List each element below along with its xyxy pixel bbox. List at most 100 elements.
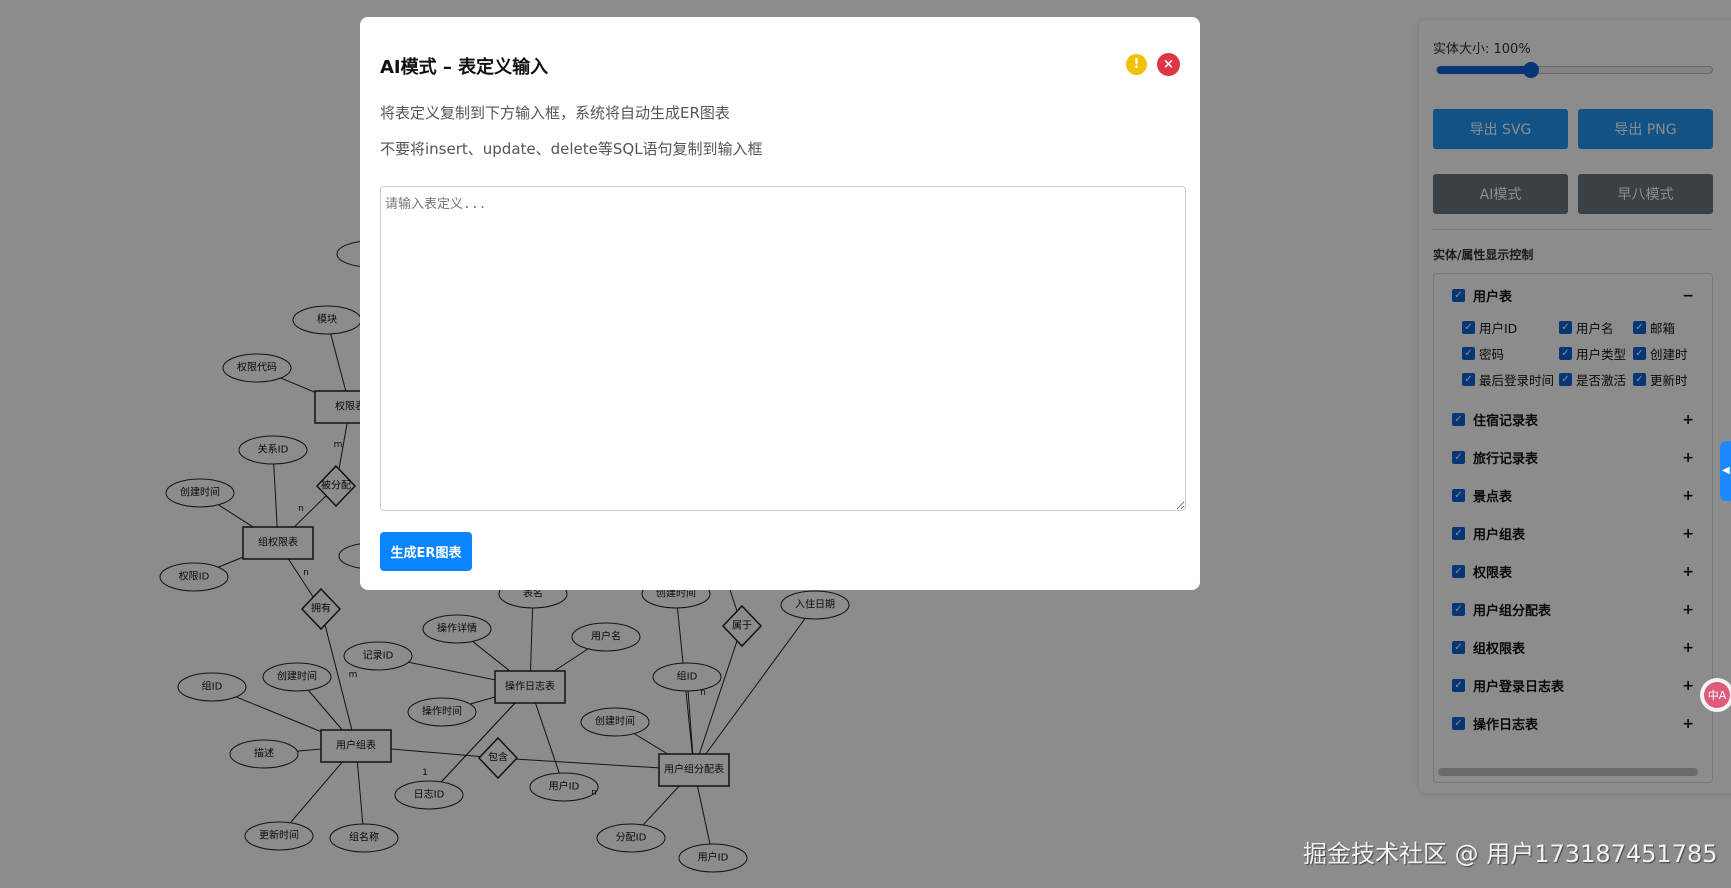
entity-label: 组权限表 <box>1473 642 1526 657</box>
attribute-label: 模块 <box>317 314 337 326</box>
checkbox[interactable]: ✓ <box>1633 373 1646 386</box>
entity-toggle-row[interactable]: ✓用户组表+ <box>1452 524 1694 543</box>
expand-icon[interactable]: + <box>1682 525 1694 542</box>
attribute-checkbox[interactable]: ✓最后登录时间 <box>1462 370 1554 389</box>
attribute-ellipse[interactable] <box>229 739 299 769</box>
entity-box[interactable] <box>658 753 730 787</box>
expand-icon[interactable]: + <box>1682 677 1694 694</box>
entity-label: 旅行记录表 <box>1473 452 1539 467</box>
entity-toggle-row[interactable]: ✓景点表+ <box>1452 486 1694 505</box>
checkbox[interactable]: ✓ <box>1452 603 1465 616</box>
warning-icon[interactable]: ! <box>1126 54 1147 75</box>
translate-button[interactable]: 中A <box>1700 678 1731 712</box>
expand-icon[interactable]: + <box>1682 563 1694 580</box>
export-png-button[interactable]: 导出 PNG <box>1578 109 1713 149</box>
checkbox[interactable]: ✓ <box>1452 717 1465 730</box>
relationship-diamond[interactable] <box>721 604 763 648</box>
attribute-ellipse[interactable] <box>177 672 247 702</box>
attribute-label: 更新时 <box>1650 373 1688 388</box>
entity-size-slider[interactable] <box>1436 62 1713 78</box>
checkbox[interactable]: ✓ <box>1452 289 1465 302</box>
attribute-checkbox[interactable]: ✓ 更新时 <box>1633 370 1688 389</box>
expand-icon[interactable]: + <box>1682 715 1694 732</box>
relationship-diamond[interactable] <box>300 587 342 631</box>
entity-toggle-row[interactable]: ✓用户登录日志表+ <box>1452 676 1694 695</box>
entity-toggle-row[interactable]: ✓操作日志表+ <box>1452 714 1694 733</box>
checkbox[interactable]: ✓ <box>1462 373 1475 386</box>
checkbox[interactable]: ✓ <box>1452 527 1465 540</box>
close-button[interactable]: × <box>1157 53 1180 76</box>
checkbox[interactable]: ✓ <box>1559 373 1572 386</box>
attribute-ellipse[interactable] <box>165 478 235 508</box>
attribute-ellipse[interactable] <box>580 707 650 737</box>
slider-thumb[interactable] <box>1522 62 1539 78</box>
checkbox[interactable]: ✓ <box>1452 565 1465 578</box>
entity-toggle-row[interactable]: ✓ 旅行记录表 + <box>1452 448 1694 467</box>
attribute-label: 组ID <box>202 680 223 693</box>
attribute-ellipse[interactable] <box>529 772 599 802</box>
attribute-ellipse[interactable] <box>407 697 477 727</box>
attribute-label: 用户名 <box>591 630 621 643</box>
checkbox[interactable]: ✓ <box>1633 347 1646 360</box>
attribute-ellipse[interactable] <box>159 562 229 592</box>
entity-box[interactable] <box>242 526 314 560</box>
checkbox[interactable]: ✓ <box>1452 489 1465 502</box>
early-mode-button[interactable]: 早八模式 <box>1578 174 1713 214</box>
attribute-ellipse[interactable] <box>329 823 399 853</box>
attribute-ellipse[interactable] <box>652 662 722 692</box>
generate-er-button[interactable]: 生成ER图表 <box>380 532 472 571</box>
relationship-link <box>428 686 531 796</box>
attribute-ellipse[interactable] <box>780 590 850 620</box>
checkbox[interactable]: ✓ <box>1452 641 1465 654</box>
checkbox[interactable]: ✓ <box>1452 679 1465 692</box>
collapse-icon[interactable]: − <box>1682 287 1694 304</box>
attribute-checkbox[interactable]: ✓用户名 <box>1559 318 1614 337</box>
expand-icon[interactable]: + <box>1682 449 1694 466</box>
expand-icon[interactable]: + <box>1682 639 1694 656</box>
export-svg-button[interactable]: 导出 SVG <box>1433 109 1568 149</box>
entity-toggle-row[interactable]: ✓ 组权限表 + <box>1452 638 1694 657</box>
entity-box[interactable] <box>494 670 566 704</box>
attribute-ellipse[interactable] <box>262 662 332 692</box>
attribute-checkbox[interactable]: ✓邮箱 <box>1633 318 1675 337</box>
attribute-checkbox[interactable]: ✓密码 <box>1462 344 1504 363</box>
relationship-diamond[interactable] <box>477 736 519 780</box>
checkbox[interactable]: ✓ <box>1462 321 1475 334</box>
expand-icon[interactable]: + <box>1682 487 1694 504</box>
attribute-ellipse[interactable] <box>238 435 308 465</box>
checkbox[interactable]: ✓ <box>1633 321 1646 334</box>
expand-icon[interactable]: + <box>1682 411 1694 428</box>
entity-toggle-row[interactable]: ✓用户表− <box>1452 286 1694 305</box>
attribute-checkbox[interactable]: ✓用户类型 <box>1559 344 1626 363</box>
attribute-checkbox[interactable]: ✓ 是否激活 <box>1559 370 1626 389</box>
cardinality-label: m <box>334 440 343 450</box>
attribute-ellipse[interactable] <box>222 353 292 383</box>
checkbox[interactable]: ✓ <box>1462 347 1475 360</box>
horizontal-scrollbar[interactable] <box>1438 768 1698 776</box>
checkbox[interactable]: ✓ <box>1559 347 1572 360</box>
attribute-ellipse[interactable] <box>571 622 641 652</box>
attribute-checkbox[interactable]: ✓用户ID <box>1462 318 1517 337</box>
attribute-ellipse[interactable] <box>394 780 464 810</box>
checkbox[interactable]: ✓ <box>1559 321 1572 334</box>
relationship-diamond[interactable] <box>315 464 357 508</box>
checkbox[interactable]: ✓ <box>1452 413 1465 426</box>
attribute-ellipse[interactable] <box>678 843 748 873</box>
table-definition-input[interactable] <box>380 186 1186 511</box>
attribute-checkbox[interactable]: ✓创建时 <box>1633 344 1688 363</box>
watermark: 掘金技术社区 @ 用户173187451785 <box>1303 840 1718 868</box>
entity-toggle-row[interactable]: ✓住宿记录表+ <box>1452 410 1694 429</box>
checkbox[interactable]: ✓ <box>1452 451 1465 464</box>
attribute-label: 创建时间 <box>277 670 317 683</box>
expand-icon[interactable]: + <box>1682 601 1694 618</box>
attribute-ellipse[interactable] <box>244 821 314 851</box>
attribute-ellipse[interactable] <box>343 641 413 671</box>
entity-toggle-row[interactable]: ✓权限表+ <box>1452 562 1694 581</box>
attribute-ellipse[interactable] <box>596 823 666 853</box>
entity-toggle-row[interactable]: ✓用户组分配表+ <box>1452 600 1694 619</box>
ai-mode-button[interactable]: AI模式 <box>1433 174 1568 214</box>
attribute-ellipse[interactable] <box>422 614 492 644</box>
entity-box[interactable] <box>320 729 392 763</box>
attribute-label: 是否激活 <box>1576 373 1627 388</box>
side-tab-button[interactable]: ◀ <box>1720 441 1731 501</box>
